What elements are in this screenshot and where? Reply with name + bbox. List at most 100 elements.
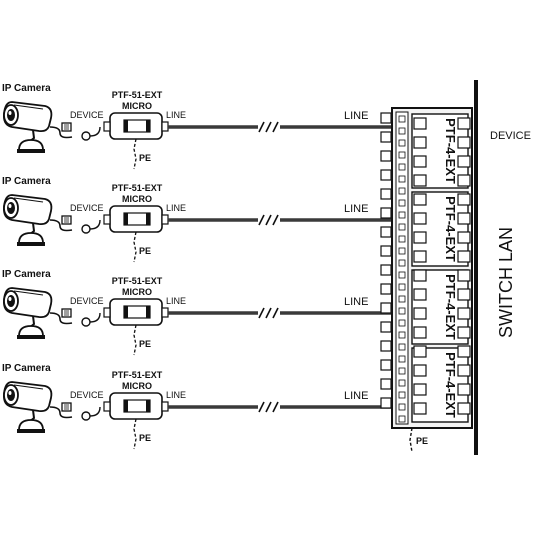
cable-break-mark <box>272 214 279 226</box>
rear-jack <box>380 188 392 200</box>
rj45-plug-icon <box>61 402 72 412</box>
module-label: PTF-4-EXT <box>443 196 458 262</box>
cable-break-mark <box>272 401 279 413</box>
rear-jack <box>380 264 392 276</box>
rj45-plug-icon <box>61 122 72 132</box>
pe-label: PE <box>139 153 151 163</box>
module-label: PTF-4-EXT <box>443 118 458 184</box>
surge-protector <box>103 392 169 420</box>
rear-jack <box>380 378 392 390</box>
front-port <box>413 174 427 187</box>
ip-camera-icon <box>2 101 53 154</box>
front-port <box>413 136 427 149</box>
device-label: DEVICE <box>70 296 104 306</box>
device-port <box>457 269 471 282</box>
panel-line-label: LINE <box>344 203 368 215</box>
cable-break-mark <box>265 121 272 133</box>
device-label: DEVICE <box>70 390 104 400</box>
ip-camera-icon <box>2 194 53 247</box>
line-label: LINE <box>166 110 186 120</box>
ground-lead <box>133 231 137 263</box>
front-port <box>413 231 427 244</box>
rear-jack <box>380 112 392 124</box>
rj45-plug-icon <box>61 215 72 225</box>
front-port <box>413 250 427 263</box>
rear-jack <box>380 397 392 409</box>
front-port <box>413 212 427 225</box>
ground-lead <box>133 324 137 356</box>
module-label: PTF-4-EXT <box>443 352 458 418</box>
device-label: DEVICE <box>70 110 104 120</box>
cable-break-mark <box>258 214 265 226</box>
front-port <box>413 402 427 415</box>
panel-line-label: LINE <box>344 296 368 308</box>
protector-model-label: PTF-51-EXT <box>112 183 163 193</box>
cable-break-mark <box>258 307 265 319</box>
panel-pe-label: PE <box>416 436 428 446</box>
cable-break-mark <box>272 307 279 319</box>
panel-line-label: LINE <box>344 390 368 402</box>
device-port <box>457 117 471 130</box>
protector-variant-label: MICRO <box>122 381 152 391</box>
module-label: PTF-4-EXT <box>443 274 458 340</box>
ground-lead <box>133 138 137 170</box>
rear-jack <box>380 283 392 295</box>
ip-camera-icon <box>2 287 53 340</box>
device-port <box>457 307 471 320</box>
rear-jack <box>380 169 392 181</box>
rear-jack <box>380 150 392 162</box>
device-port <box>457 383 471 396</box>
rear-jack <box>380 340 392 352</box>
device-port <box>457 326 471 339</box>
rj45-plug-icon <box>61 308 72 318</box>
cable-coil-icon <box>81 131 91 141</box>
rear-jack <box>380 321 392 333</box>
device-port <box>457 155 471 168</box>
switch-lan-label: SWITCH LAN <box>496 227 516 338</box>
front-port <box>413 364 427 377</box>
protector-variant-label: MICRO <box>122 194 152 204</box>
device-label: DEVICE <box>70 203 104 213</box>
device-port <box>457 193 471 206</box>
panel-line-label: LINE <box>344 110 368 122</box>
cable-break-mark <box>265 214 272 226</box>
front-port <box>413 155 427 168</box>
rear-jack <box>380 207 392 219</box>
device-port <box>457 345 471 358</box>
front-port <box>413 117 427 130</box>
line-label: LINE <box>166 203 186 213</box>
rear-jack <box>380 131 392 143</box>
camera-label: IP Camera <box>2 269 51 280</box>
line-label: LINE <box>166 296 186 306</box>
pe-label: PE <box>139 246 151 256</box>
camera-label: IP Camera <box>2 363 51 374</box>
ip-camera-icon <box>2 381 53 434</box>
surge-protector <box>103 205 169 233</box>
line-label: LINE <box>166 390 186 400</box>
cable-coil-icon <box>81 411 91 421</box>
device-port <box>457 402 471 415</box>
cable-break-mark <box>258 121 265 133</box>
device-port <box>457 212 471 225</box>
device-port <box>457 174 471 187</box>
rear-jack <box>380 245 392 257</box>
panel-device-label: DEVICE <box>490 130 531 142</box>
rear-jack <box>380 359 392 371</box>
cable-break-mark <box>272 121 279 133</box>
cable-coil-icon <box>81 224 91 234</box>
ground-lead <box>133 418 137 450</box>
surge-protector <box>103 112 169 140</box>
protector-variant-label: MICRO <box>122 287 152 297</box>
device-port <box>457 250 471 263</box>
device-port <box>457 136 471 149</box>
protector-model-label: PTF-51-EXT <box>112 90 163 100</box>
cable-coil-icon <box>81 317 91 327</box>
device-port <box>457 288 471 301</box>
cable-break-mark <box>265 401 272 413</box>
cable-break-mark <box>265 307 272 319</box>
pe-label: PE <box>139 433 151 443</box>
